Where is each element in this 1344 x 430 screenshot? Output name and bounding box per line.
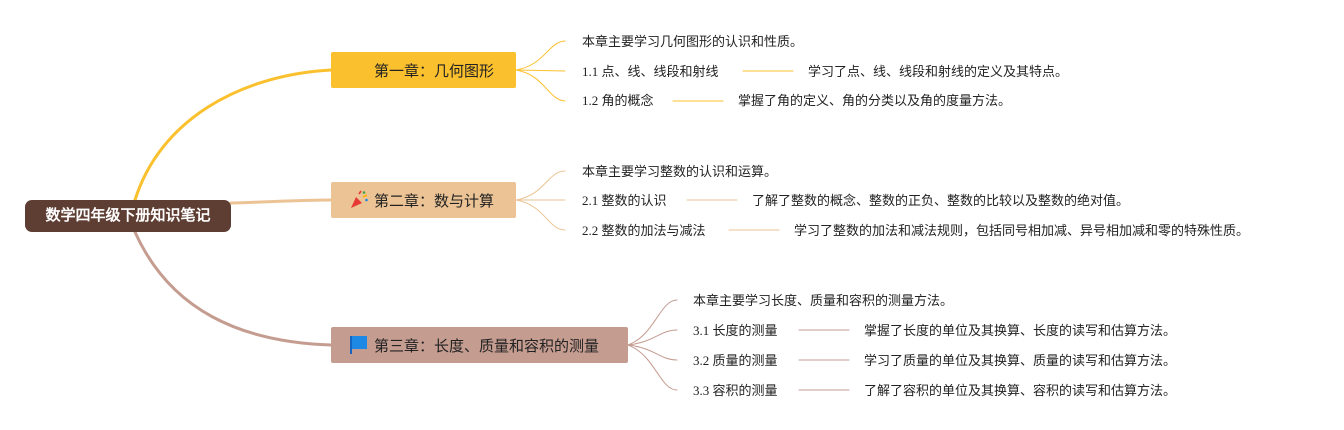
section-title[interactable]: 3.2 质量的测量 <box>693 353 778 368</box>
chapter-summary: 本章主要学习整数的认识和运算。 <box>582 164 778 179</box>
connector-line <box>515 199 566 231</box>
section-detail: 学习了整数的加法和减法规则，包括同号相加减、异号相加减和零的特殊性质。 <box>794 223 1250 238</box>
chapter-title: 第二章：数与计算 <box>374 192 495 210</box>
connector-line <box>515 69 566 102</box>
connector-line <box>627 344 678 391</box>
chapter-title: 第一章：几何图形 <box>374 62 495 80</box>
section-detail: 掌握了角的定义、角的分类以及角的度量方法。 <box>738 93 1012 108</box>
section-title[interactable]: 1.2 角的概念 <box>582 93 654 108</box>
chapter-summary: 本章主要学习长度、质量和容积的测量方法。 <box>693 293 954 308</box>
connector-line <box>627 329 678 346</box>
chapter-title: 第三章：长度、质量和容积的测量 <box>374 337 600 355</box>
connector-line <box>515 170 566 201</box>
chapter-summary: 本章主要学习几何图形的认识和性质。 <box>582 34 804 49</box>
section-title[interactable]: 1.1 点、线、线段和射线 <box>582 64 719 79</box>
connector-line <box>229 198 333 205</box>
root-node[interactable]: 数学四年级下册知识笔记 <box>25 200 231 232</box>
section-detail: 学习了质量的单位及其换算、质量的读写和估算方法。 <box>864 353 1177 368</box>
chapter-node-geometry[interactable]: 第一章：几何图形 <box>331 52 516 88</box>
star-icon <box>349 60 369 80</box>
section-detail: 掌握了长度的单位及其换算、长度的读写和估算方法。 <box>864 323 1177 338</box>
section-title[interactable]: 2.2 整数的加法与减法 <box>582 223 706 238</box>
chapter-node-measurement[interactable]: 第三章：长度、质量和容积的测量 <box>331 327 628 363</box>
section-title[interactable]: 2.1 整数的认识 <box>582 193 667 208</box>
section-title[interactable]: 3.1 长度的测量 <box>693 323 778 338</box>
connector-line <box>133 68 333 202</box>
connector-line <box>133 230 333 347</box>
connector-line <box>515 40 566 71</box>
flag-icon <box>349 335 369 355</box>
section-detail: 了解了容积的单位及其换算、容积的读写和估算方法。 <box>864 383 1177 398</box>
party-popper-icon <box>349 190 369 210</box>
chapter-node-numbers[interactable]: 第二章：数与计算 <box>331 182 516 218</box>
section-title[interactable]: 3.3 容积的测量 <box>693 383 778 398</box>
connector-line <box>515 69 566 72</box>
section-detail: 学习了点、线、线段和射线的定义及其特点。 <box>808 64 1069 79</box>
section-detail: 了解了整数的概念、整数的正负、整数的比较以及整数的绝对值。 <box>752 193 1130 208</box>
connector-line <box>627 344 678 361</box>
connector-line <box>627 299 678 346</box>
